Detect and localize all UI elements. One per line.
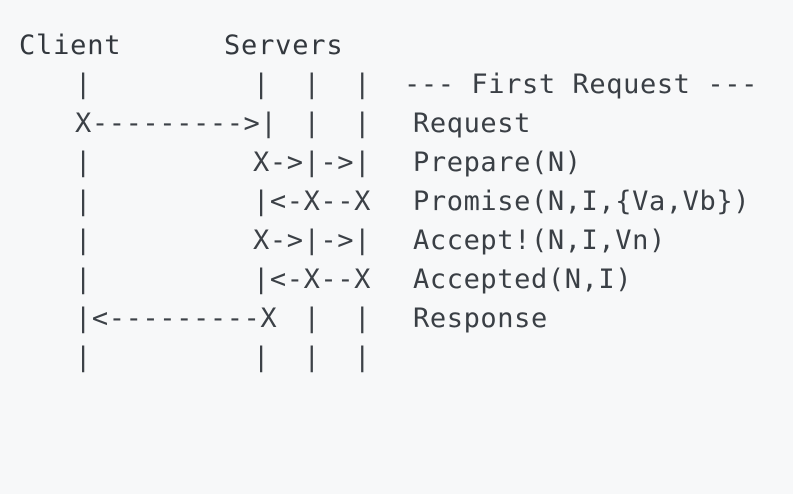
row-lifelines-bottom: | | | |: [19, 338, 779, 377]
client-lifeline-segment: |: [75, 342, 92, 373]
client-lane-title: Client: [19, 30, 122, 61]
server-lifelines-segment: | | |: [253, 69, 371, 100]
server-reply-arrow: |<-X--X: [253, 264, 371, 295]
ascii-canvas: Client Servers | | | | --- First Request…: [19, 26, 779, 396]
message-label-prepare: Prepare(N): [413, 147, 582, 178]
client-lifeline-segment: |: [75, 186, 92, 217]
message-label-accepted: Accepted(N,I): [413, 264, 633, 295]
message-label-promise: Promise(N,I,{Va,Vb}): [413, 186, 751, 217]
client-lifeline-segment: |: [75, 69, 92, 100]
message-label-response: Response: [413, 303, 548, 334]
server-reply-arrow: |<-X--X: [253, 186, 371, 217]
section-rule-first-request: --- First Request ---: [404, 69, 758, 100]
row-accepted: | |<-X--X Accepted(N,I): [19, 260, 779, 299]
server-lifelines-segment: | |: [253, 108, 371, 139]
row-prepare: | X->|->| Prepare(N): [19, 143, 779, 182]
client-lifeline-segment: |: [75, 147, 92, 178]
client-lifeline-segment: |: [75, 225, 92, 256]
server-to-client-arrow: |<---------X: [75, 303, 278, 334]
row-lifelines-top: | | | | --- First Request ---: [19, 65, 779, 104]
row-accept: | X->|->| Accept!(N,I,Vn): [19, 221, 779, 260]
servers-lane-title: Servers: [224, 30, 344, 61]
server-broadcast-arrow: X->|->|: [253, 147, 371, 178]
message-label-request: Request: [413, 108, 531, 139]
server-lifelines-segment: | | |: [253, 342, 371, 373]
message-label-accept: Accept!(N,I,Vn): [413, 225, 666, 256]
row-header: Client Servers: [19, 26, 779, 65]
server-lifelines-segment: | |: [253, 303, 371, 334]
row-request: X--------->| | | Request: [19, 104, 779, 143]
client-lifeline-segment: |: [75, 264, 92, 295]
row-promise: | |<-X--X Promise(N,I,{Va,Vb}): [19, 182, 779, 221]
row-response: |<---------X | | Response: [19, 299, 779, 338]
client-to-server-arrow: X--------->|: [75, 108, 278, 139]
server-broadcast-arrow: X->|->|: [253, 225, 371, 256]
ascii-sequence-diagram: Client Servers | | | | --- First Request…: [19, 26, 779, 396]
